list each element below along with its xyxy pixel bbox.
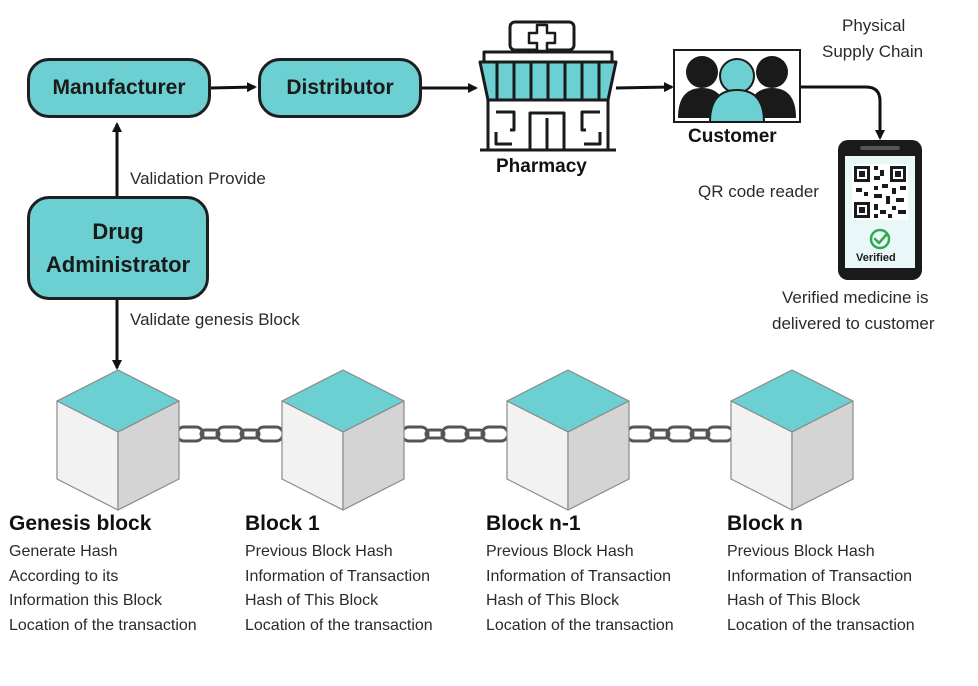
arrow-manufacturer-to-distributor [209,82,257,93]
phone-verified-badge: Verified [856,252,896,264]
verified-delivery-label-line2: delivered to customer [772,314,935,333]
chain-link-icon [400,425,510,443]
arrow-customer-to-phone [800,85,885,140]
block-line: Information of Transaction [486,567,671,585]
block-line: Hash of This Block [486,592,620,610]
block-line: Hash of This Block [245,592,379,610]
block-line: Generate Hash [9,543,118,560]
block-line: Previous Block Hash [727,543,875,560]
block-line: According to its [9,567,119,585]
physical-supply-chain-label-line2: Supply Chain [822,42,924,61]
block-line: Hash of This Block [727,592,861,610]
block-title: Block n [727,512,803,535]
manufacturer-node: Manufacturer [27,58,211,118]
block-title: Block n-1 [486,512,581,535]
block-line: Previous Block Hash [245,543,393,560]
drug-administrator-label-line2: Administrator [45,252,191,277]
block-line: Previous Block Hash [486,543,634,560]
pharmacy-label: Pharmacy [496,156,587,177]
physical-supply-chain-label-line1: Physical [842,16,906,35]
chain-link-icon [625,425,735,443]
block-line: Information of Transaction [245,567,430,585]
block-line: Location of the transaction [9,616,197,634]
qr-reader-label: QR code reader [698,182,819,201]
block-line: Information this Block [9,592,162,610]
validate-genesis-label: Validate genesis Block [130,310,300,329]
block-title: Genesis block [9,512,152,535]
block-line: Information of Transaction [727,567,912,585]
block-line: Location of the transaction [486,616,674,634]
distributor-label: Distributor [286,76,394,99]
distributor-node: Distributor [258,58,422,118]
block-title: Block 1 [245,512,320,535]
chain-link-icon [175,425,285,443]
validation-provide-label: Validation Provide [130,169,266,188]
arrow-pharmacy-to-customer [615,82,674,93]
customer-label: Customer [688,126,777,147]
manufacturer-label: Manufacturer [52,76,186,99]
block-line: Location of the transaction [727,616,915,634]
drug-administrator-label-line1: Drug [92,219,144,244]
block-line: Location of the transaction [245,616,433,634]
verified-delivery-label-line1: Verified medicine is [782,288,929,307]
drug-administrator-node: Drug Administrator [27,196,209,300]
